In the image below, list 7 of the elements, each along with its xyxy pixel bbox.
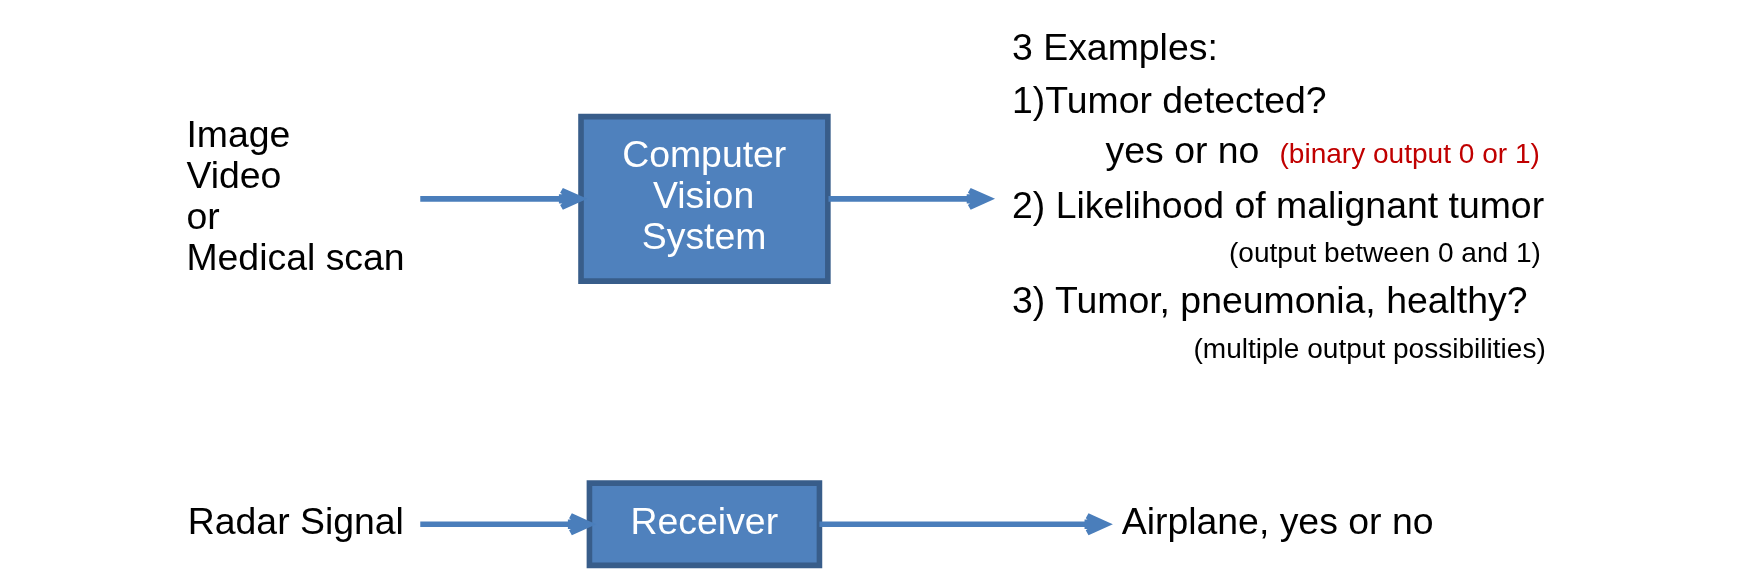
- node-box: Computer Vision System: [577, 113, 831, 284]
- arrow: [419, 187, 583, 211]
- node-text: 3 Examples: 1)Tumor detected? yes or no (binary output 0 or 1) 2) Likelihood of malignant tumor (output between 0 and 1) 3) Tumor, pneumonia, healthy? (multiple output possibilities): [1011, 26, 1546, 364]
- node-box: Receiver: [586, 480, 822, 569]
- node-text: Radar Signal: [187, 499, 404, 542]
- node-text: Airplane, yes or no: [1121, 499, 1433, 542]
- node-text: Image Video or Medical scan: [185, 112, 405, 278]
